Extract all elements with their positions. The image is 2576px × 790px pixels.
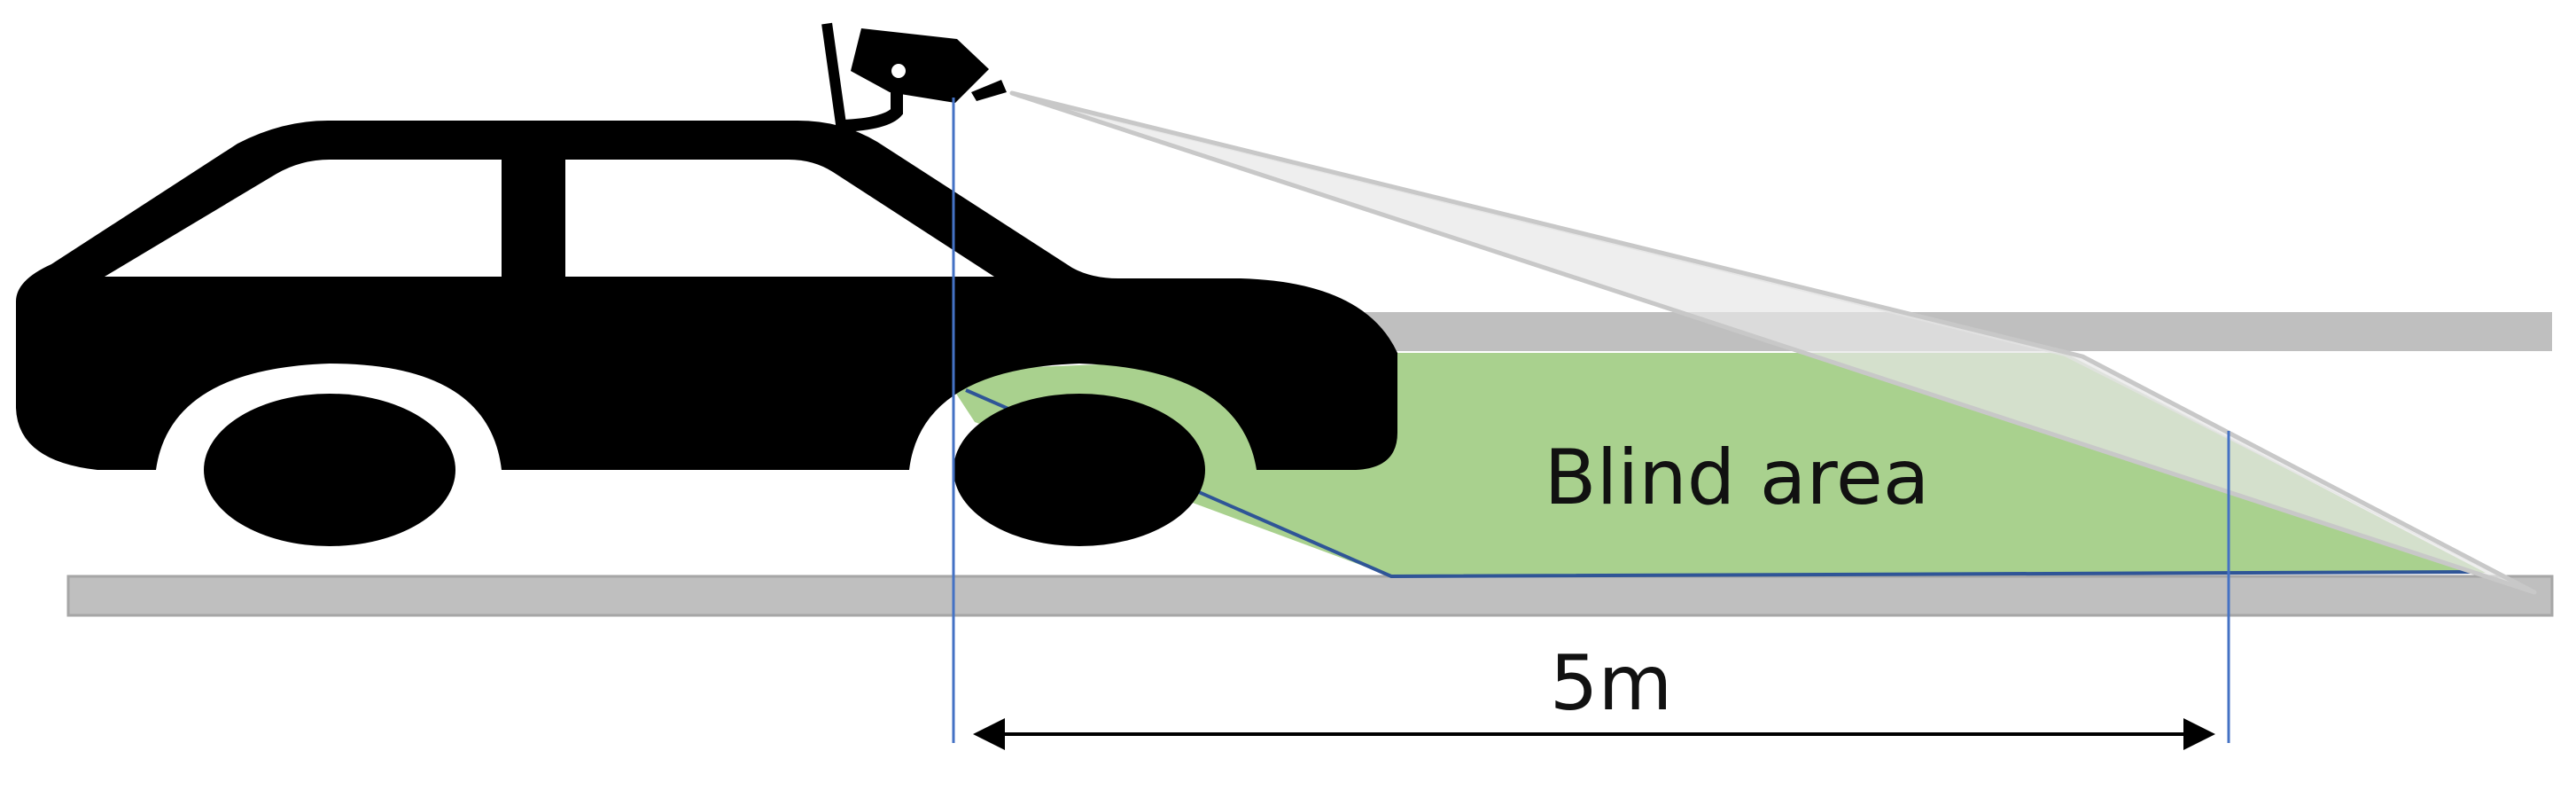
arrowhead-right bbox=[2183, 718, 2215, 750]
car-icon bbox=[16, 121, 1397, 546]
lower-road-line bbox=[66, 575, 2554, 617]
camera-view-cone-lower bbox=[1009, 90, 2537, 595]
distance-dimension-arrow bbox=[973, 718, 2215, 750]
arrowhead-left bbox=[973, 718, 1005, 750]
rear-window bbox=[105, 160, 502, 277]
front-window bbox=[565, 160, 994, 277]
blind-area-label: Blind area bbox=[1545, 434, 1930, 522]
front-wheel bbox=[953, 394, 1205, 546]
camera-icon bbox=[821, 22, 1007, 137]
distance-label: 5m bbox=[1550, 639, 1673, 728]
rear-wheel bbox=[204, 394, 455, 546]
